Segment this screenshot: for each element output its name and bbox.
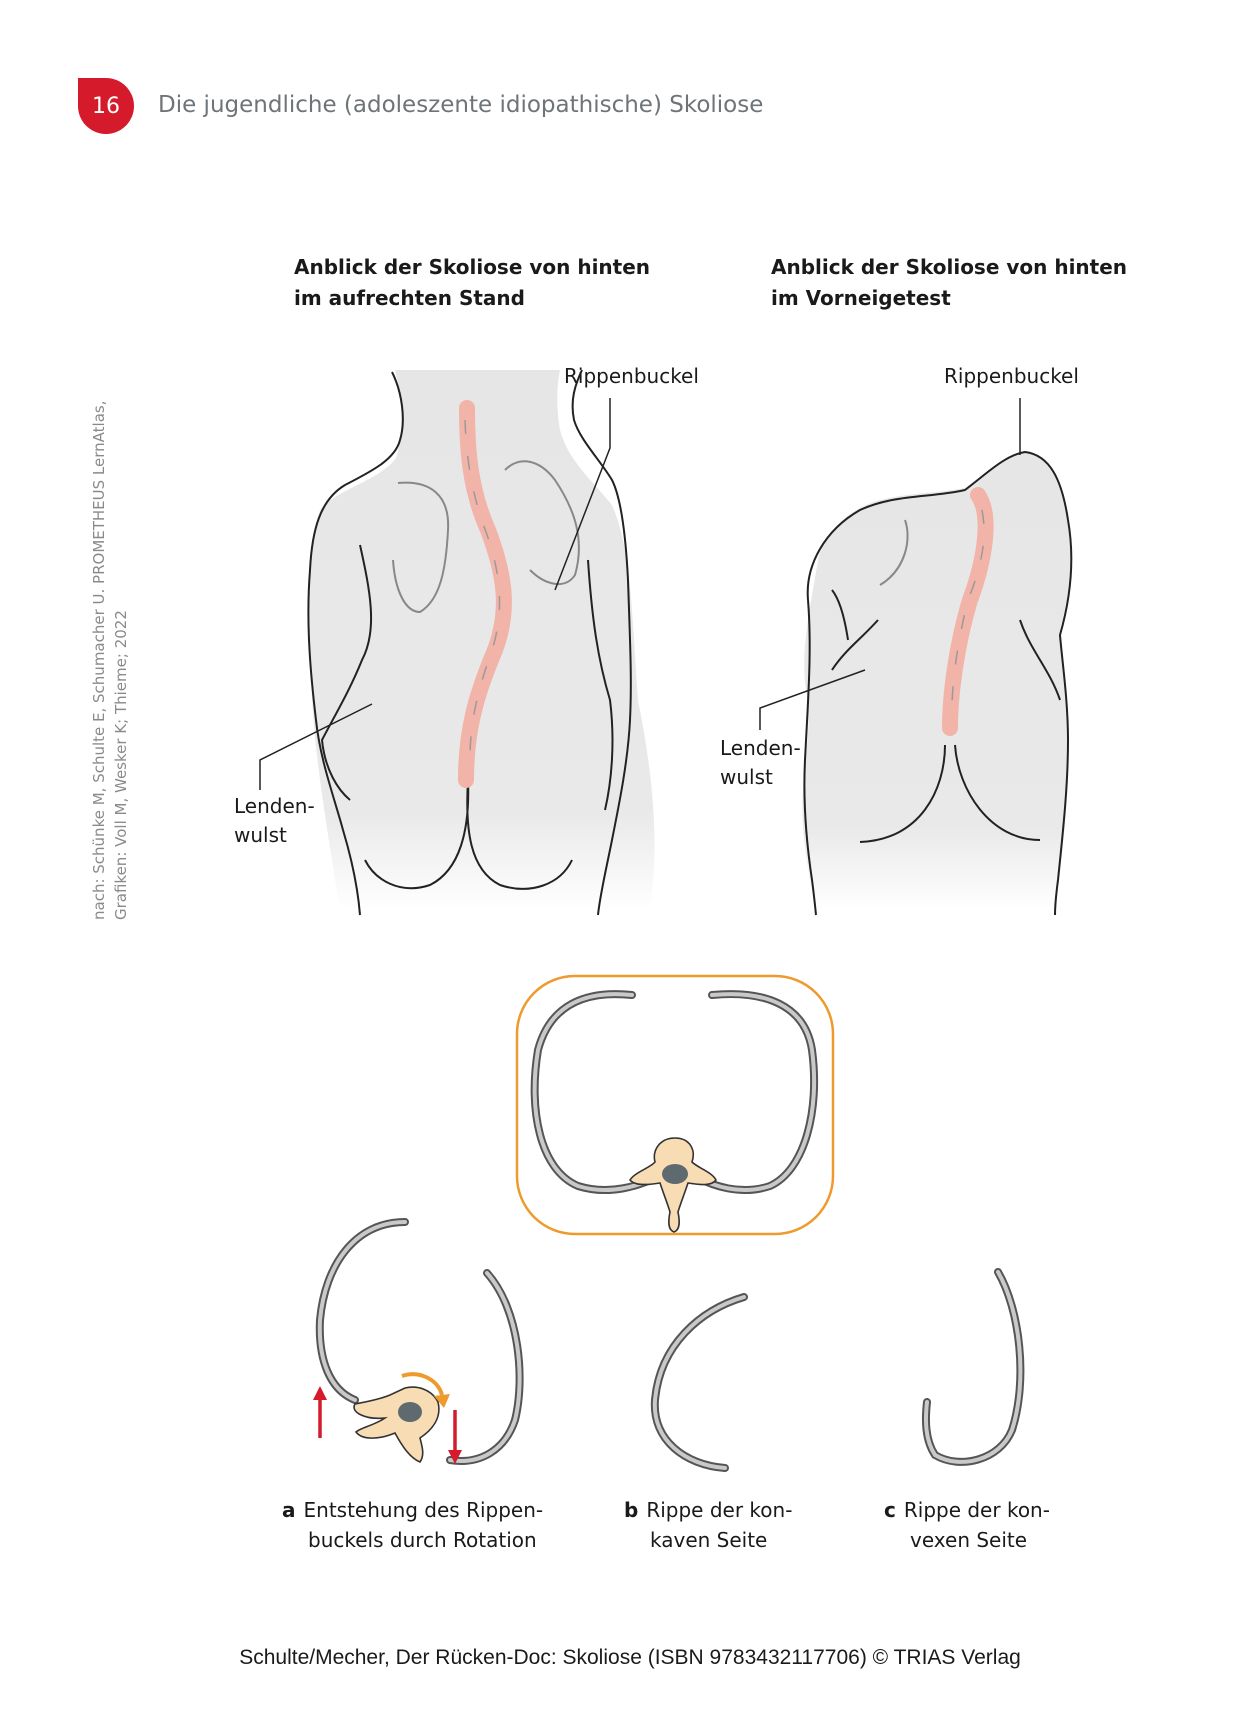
figure-title-bending: Anblick der Skoliose von hinten im Vorne… bbox=[771, 255, 1128, 310]
rotation-arrow-head bbox=[434, 1394, 450, 1408]
footer-citation: Schulte/Mecher, Der Rücken-Doc: Skoliose… bbox=[239, 1646, 1021, 1669]
label-rib-hump-upright: Rippenbuckel bbox=[564, 364, 699, 388]
upright-right-outline bbox=[571, 369, 632, 916]
bending-lumbar-leader bbox=[759, 669, 866, 730]
upright-spine-detail bbox=[464, 419, 501, 761]
upright-torso bbox=[309, 370, 655, 910]
upright-right-arm bbox=[587, 559, 614, 811]
upright-back-illustration bbox=[259, 369, 655, 916]
bending-right-bulge bbox=[1019, 619, 1061, 701]
bending-torso bbox=[802, 452, 1071, 910]
orange-frame bbox=[515, 974, 835, 1236]
bending-outline-top bbox=[806, 450, 1073, 741]
right-rib-normal-inner bbox=[696, 992, 817, 1192]
upright-left-outline bbox=[307, 371, 404, 916]
bending-back-illustration bbox=[759, 398, 1073, 916]
down-arrow-head bbox=[448, 1450, 462, 1464]
upright-left-arm bbox=[320, 544, 373, 801]
bending-outline-left bbox=[803, 599, 817, 916]
rotated-left-rib-inner bbox=[317, 1220, 407, 1402]
rotated-right-rib-inner bbox=[448, 1271, 522, 1463]
rotation-arrow bbox=[401, 1372, 444, 1396]
label-lumbar-upright: Lenden- wulst bbox=[234, 794, 315, 847]
page-number: 16 bbox=[92, 93, 120, 119]
upright-shoulder-blade-right bbox=[504, 460, 580, 585]
rotated-vertebra bbox=[353, 1386, 440, 1463]
bending-outline-right bbox=[1054, 739, 1069, 916]
rotation-cross-section bbox=[313, 1218, 524, 1465]
figure-title-upright: Anblick der Skoliose von hinten im aufre… bbox=[294, 255, 651, 310]
rotated-left-rib bbox=[315, 1218, 409, 1404]
bending-arm bbox=[831, 589, 879, 671]
normal-rib-cross-section bbox=[515, 974, 835, 1236]
page-number-badge: 16 bbox=[78, 78, 134, 134]
bending-buttocks bbox=[859, 744, 1041, 843]
upright-shoulder-blade-left bbox=[392, 481, 450, 614]
vertebral-body-normal bbox=[662, 1164, 688, 1184]
up-arrow-head bbox=[313, 1386, 327, 1400]
running-header: Die jugendliche (adoleszente idiopathisc… bbox=[158, 92, 764, 118]
bending-shoulder-blade bbox=[879, 519, 909, 586]
vertebra-normal bbox=[629, 1137, 717, 1233]
upright-rib-hump-leader bbox=[554, 398, 611, 591]
concave-rib bbox=[650, 1293, 748, 1472]
upright-lumbar-leader bbox=[259, 703, 373, 790]
label-lumbar-bending: Lenden- wulst bbox=[720, 736, 801, 789]
left-rib-normal-inner bbox=[532, 992, 657, 1193]
label-rib-hump-bending: Rippenbuckel bbox=[944, 364, 1079, 388]
rotated-vertebral-body bbox=[398, 1402, 422, 1422]
upright-buttocks bbox=[364, 779, 573, 890]
image-credit: nach: Schünke M, Schulte E, Schumacher U… bbox=[90, 400, 130, 921]
convex-rib bbox=[922, 1268, 1025, 1466]
